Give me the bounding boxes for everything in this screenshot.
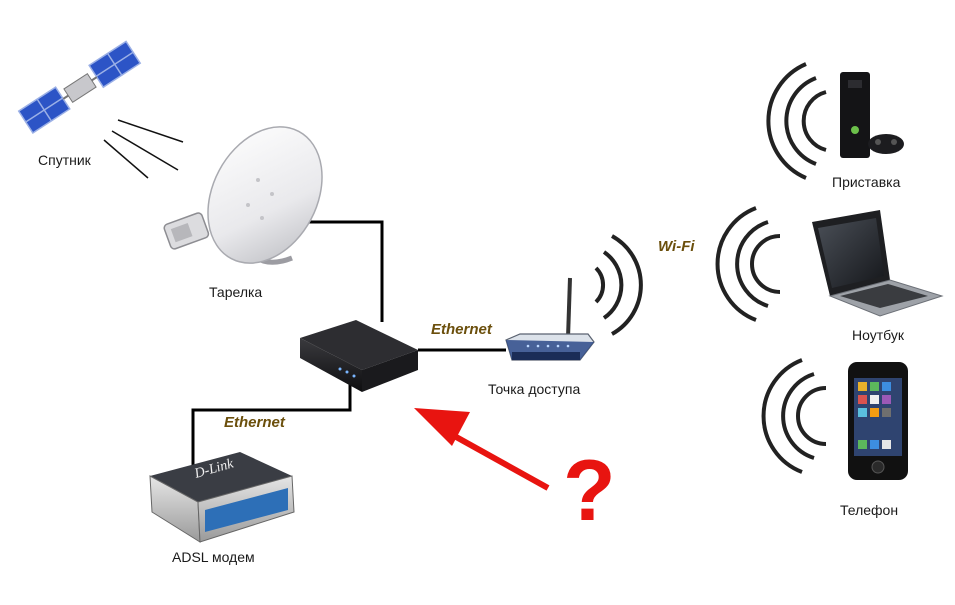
phone-icon	[761, 358, 908, 480]
access-point-icon	[505, 277, 595, 361]
label-ethernet-top: Ethernet	[431, 321, 492, 338]
red-arrow-icon	[414, 408, 550, 491]
satellite-dish-icon	[163, 126, 323, 265]
label-console: Приставка	[832, 174, 901, 190]
game-console-icon	[766, 62, 904, 180]
cable-receiver-to-modem	[191, 382, 352, 470]
question-mark: ?	[563, 443, 616, 539]
wifi-signal-icon	[594, 234, 643, 336]
cable-dish-to-receiver	[302, 220, 384, 322]
label-satellite: Спутник	[38, 152, 91, 168]
satellite-receiver-icon	[300, 320, 418, 392]
label-phone: Телефон	[840, 502, 899, 518]
label-ethernet-bottom: Ethernet	[224, 414, 285, 431]
laptop-icon	[715, 206, 944, 322]
label-adsl-modem: ADSL модем	[172, 549, 255, 565]
label-wifi: Wi-Fi	[658, 238, 695, 255]
label-laptop: Ноутбук	[852, 327, 904, 343]
label-dish: Тарелка	[209, 284, 263, 300]
satellite-icon	[17, 40, 184, 179]
label-access-point: Точка доступа	[488, 381, 581, 397]
adsl-modem-icon: D-Link	[149, 452, 295, 543]
